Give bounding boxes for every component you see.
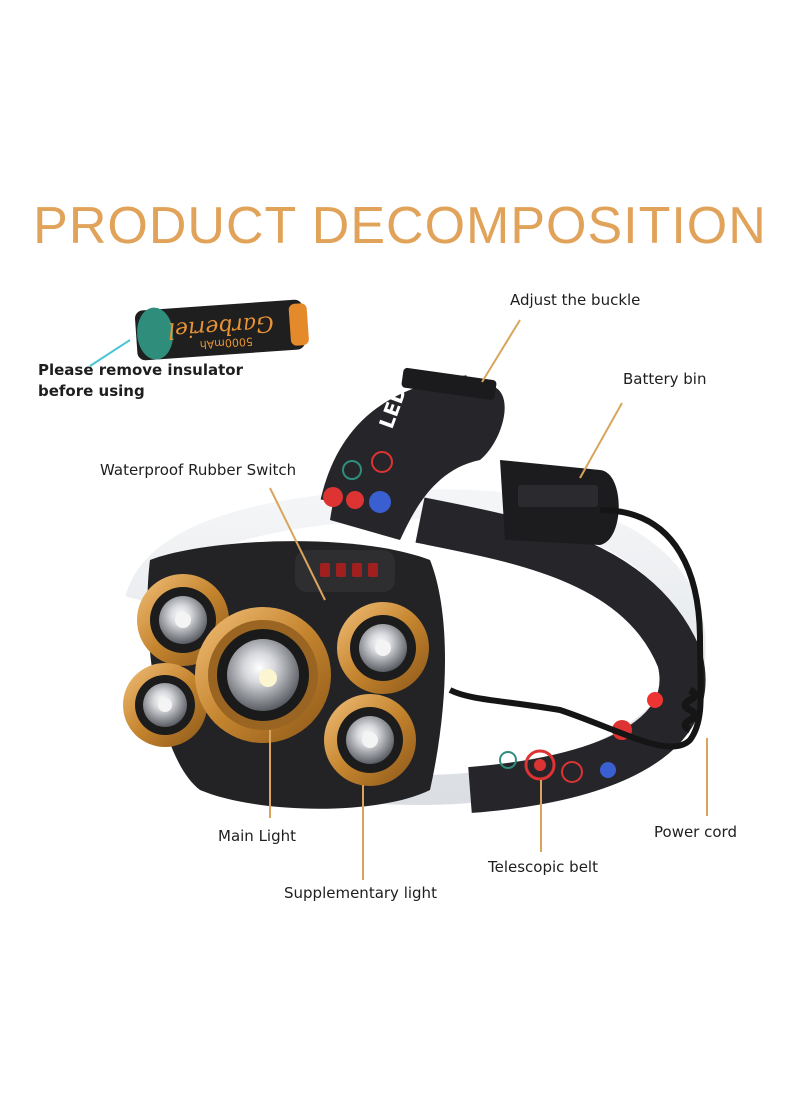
supplementary-light-bottom-right — [324, 694, 416, 786]
supplementary-light-bottom-left — [123, 663, 207, 747]
battery-bin-label: Battery bin — [623, 370, 707, 388]
buckle — [401, 367, 497, 400]
telescopic-belt — [415, 497, 706, 813]
waterproof-switch-label: Waterproof Rubber Switch — [100, 461, 297, 479]
leader-lines — [89, 319, 708, 880]
battery-insulator-cap — [137, 307, 174, 360]
top-strap-dots — [323, 451, 393, 513]
belt-dot-pattern — [499, 692, 663, 783]
page-title: PRODUCT DECOMPOSITION — [33, 197, 767, 255]
supplementary-light-top-right — [337, 602, 429, 694]
adjust-buckle-label: Adjust the buckle — [510, 291, 641, 309]
supplementary-light-label: Supplementary light — [284, 884, 437, 902]
main-light — [195, 607, 331, 743]
power-cord — [448, 507, 704, 750]
insulator-label-line2: before using — [38, 382, 145, 400]
battery-capacity-text: 5000mAh — [199, 335, 253, 352]
power-cord-label: Power cord — [654, 823, 737, 841]
main-light-label: Main Light — [218, 827, 297, 845]
insulator-label-line1: Please remove insulator — [38, 361, 243, 379]
battery: Garberiel 5000mAh — [134, 299, 309, 361]
telescopic-belt-label: Telescopic belt — [488, 858, 598, 876]
insulator-label: Please remove insulator before using — [38, 360, 243, 402]
